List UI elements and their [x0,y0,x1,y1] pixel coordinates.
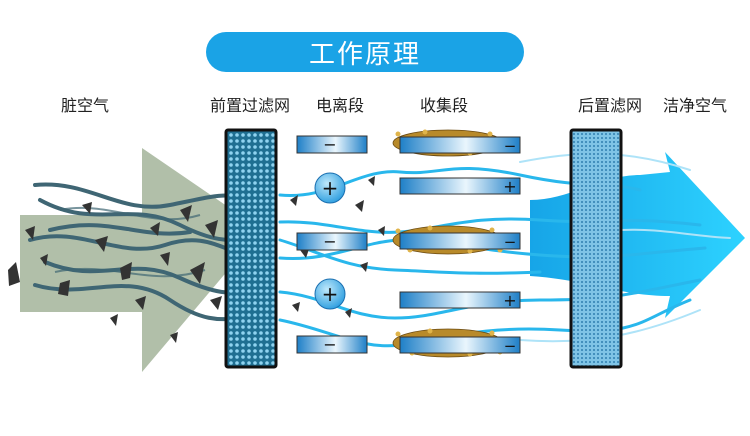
ion-plate-3 [296,335,368,354]
ion-plate-1-sign: − [323,135,336,154]
label-post-filter: 后置滤网 [578,96,643,115]
ion-electrodes: + + [314,172,346,310]
ion-plate-2 [296,232,368,251]
ion-plate-3-sign: − [323,335,336,354]
label-pre-filter: 前置过滤网 [210,96,291,115]
label-collection: 收集段 [420,96,469,115]
ionization-plates: − − − [296,135,368,354]
dirty-air-arrow [20,148,262,372]
ion-electrode-1 [314,172,346,204]
ion-electrode-1-sign: + [322,176,339,200]
title-banner: 工作原理 [206,32,524,72]
collect-plate-3 [399,232,521,250]
collect-plate-5-sign: − [504,337,517,355]
collect-plate-2-sign: + [503,177,516,196]
label-clean-air: 洁净空气 [663,96,728,115]
ion-electrode-2-sign: + [322,282,339,306]
collection-plates: − + − + − [392,129,521,358]
pollutant-particles [8,176,385,343]
collect-plate-5 [399,336,521,354]
collect-plate-4 [399,291,521,309]
collect-plate-1-sign: − [504,137,517,155]
page-title: 工作原理 [308,39,421,70]
label-ionization: 电离段 [316,96,365,115]
ion-electrode-2 [314,278,346,310]
ion-plate-2-sign: − [323,232,336,251]
collect-plate-1 [399,136,521,154]
pre-filter-panel [224,128,278,369]
collect-plate-4-sign: + [503,291,516,310]
collect-plate-2 [399,177,521,195]
ion-plate-1 [296,135,368,154]
collect-plate-3-sign: − [504,233,517,251]
label-dirty-air: 脏空气 [61,96,110,115]
post-filter-panel [569,128,623,369]
